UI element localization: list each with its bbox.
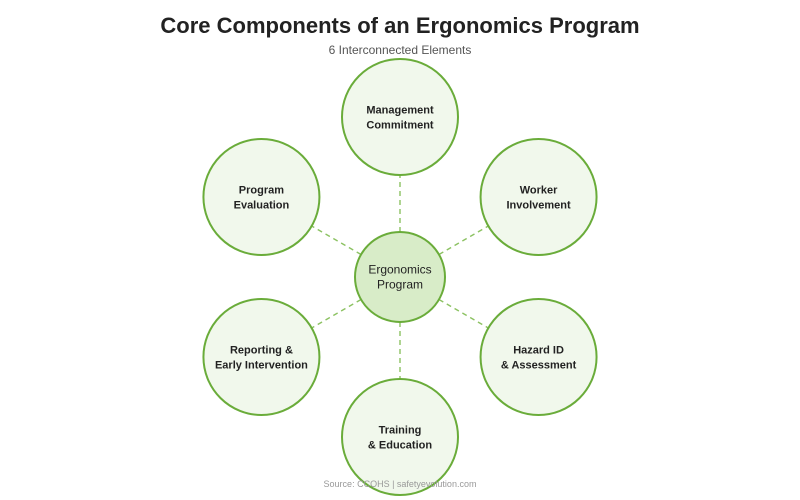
component-label: & Assessment <box>501 360 577 372</box>
page-subtitle: 6 Interconnected Elements <box>328 43 472 57</box>
component-label: Reporting & <box>230 345 293 357</box>
component-circle <box>202 298 321 416</box>
component-label: Worker <box>520 185 558 197</box>
center-circle <box>354 231 446 323</box>
component-label: Involvement <box>506 200 571 212</box>
outer-nodes: ManagementCommitmentWorkerInvolvementHaz… <box>202 58 598 496</box>
component-label: & Education <box>368 440 432 452</box>
center-label: Ergonomics <box>368 263 431 277</box>
component-circle <box>479 138 598 256</box>
component-node-hazard-id-assessment: Hazard ID & Assessment <box>479 298 598 416</box>
component-circle <box>341 58 459 176</box>
component-label: Program <box>239 185 284 197</box>
component-label: Training <box>379 425 422 437</box>
component-label: Hazard ID <box>513 345 564 357</box>
component-label: Management <box>366 105 434 117</box>
component-circle <box>202 138 321 256</box>
component-label: Commitment <box>366 120 434 132</box>
center-label: Program <box>377 278 423 292</box>
component-node-reporting-early-intervention: Reporting & Early Intervention <box>202 298 321 416</box>
component-label: Early Intervention <box>215 360 308 372</box>
component-circle <box>479 298 598 416</box>
component-node-training-education: Training & Education <box>341 378 459 496</box>
page-title: Core Components of an Ergonomics Program <box>160 13 640 38</box>
component-label: Evaluation <box>234 200 290 212</box>
source-note: Source: CCOHS | safetyevolution.com <box>323 479 477 489</box>
component-circle <box>341 378 459 496</box>
